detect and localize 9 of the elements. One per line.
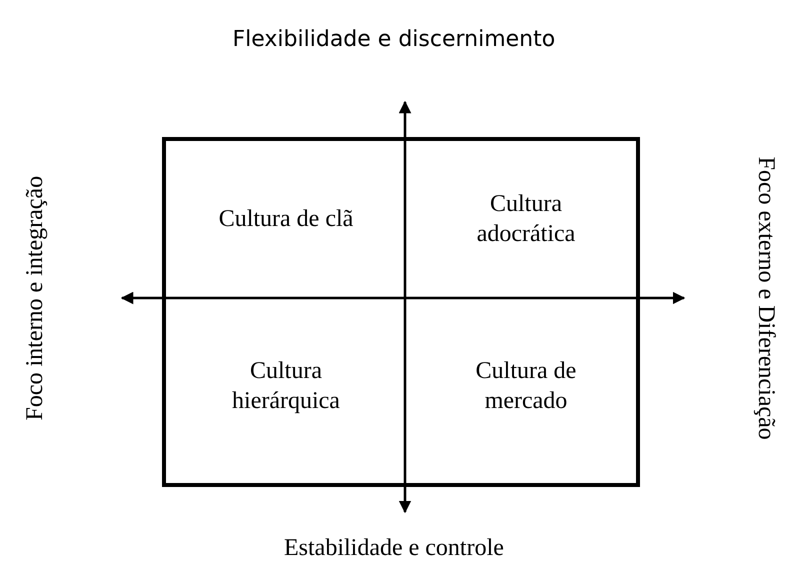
quadrant-label: Cultura de clã [201, 204, 371, 234]
axis-label: Flexibilidade e discernimento [232, 28, 556, 52]
axis-label: Foco externo e Diferenciação [752, 156, 778, 440]
axis-label: Foco interno e integração [22, 176, 48, 420]
quadrant-label: Cultura adocrática [441, 189, 611, 249]
axis-label: Estabilidade e controle [284, 535, 504, 562]
quadrant-frame [162, 137, 640, 487]
quadrant-label: Cultura hierárquica [201, 356, 371, 416]
quadrant-label: Cultura de mercado [441, 356, 611, 416]
